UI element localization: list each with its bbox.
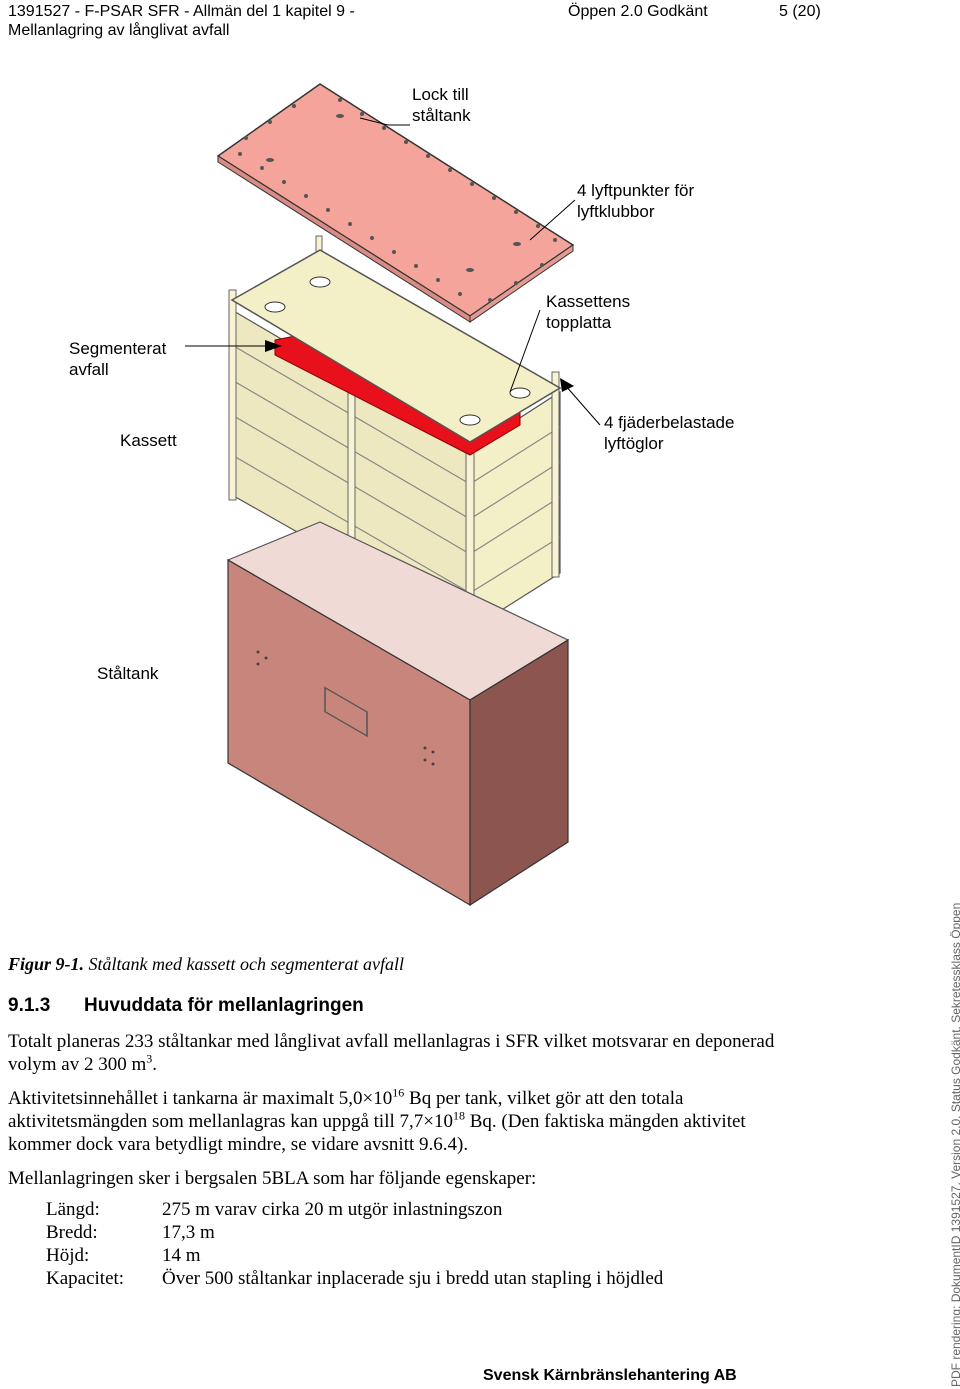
side-stamp: PDF rendering: DokumentID 1391527, Versi… [949,902,960,1387]
callout-lyftpunkter-line2: lyftklubbor [577,202,655,221]
p2-line1-start: Aktivitetsinnehållet i tankarna är maxim… [8,1088,393,1109]
steel-tank-illustration [185,83,601,907]
property-key: Bredd: [46,1222,98,1243]
p2-line2-start: aktivitetsmängden som mellanlagras kan u… [8,1111,453,1132]
property-row: Kapacitet: Över 500 ståltankar inplacera… [46,1267,663,1290]
callout-kassett: Kassett [120,431,177,450]
figure-caption: Figur 9-1. Ståltank med kassett och segm… [8,954,404,975]
property-value: 17,3 m [162,1222,215,1243]
callout-topplatta-line1: Kassettens [546,292,631,311]
callout-staltank: Ståltank [97,664,159,683]
property-value: Över 500 ståltankar inplacerade sju i br… [162,1268,664,1289]
p2-exponent-2: 18 [453,1108,465,1123]
callout-lyftpunkter-line1: 4 lyftpunkter för [577,181,695,200]
properties-list: Längd: 275 m varav cirka 20 m utgör inla… [46,1198,663,1290]
callout-lock-line2: ståltank [412,106,471,125]
paragraph-1: Totalt planeras 233 ståltankar med långl… [8,1030,838,1076]
paragraph-1-line1: Totalt planeras 233 ståltankar med långl… [8,1031,775,1052]
section-heading: 9.1.3 Huvuddata för mellanlagringen [8,995,364,1017]
callout-topplatta-line2: topplatta [546,313,612,332]
property-key: Kapacitet: [46,1268,125,1289]
footer-company: Svensk Kärnbränslehantering AB [483,1367,737,1384]
document-title-line1: 1391527 - F-PSAR SFR - Allmän del 1 kapi… [8,3,355,20]
paragraph-2-line3: kommer dock vara betydligt mindre, se vi… [8,1134,469,1155]
figure-steel-tank: Lock till ståltank 4 lyftpunkter för lyf… [0,60,960,940]
leader-lines [185,117,601,426]
callout-lock-line1: Lock till [412,85,469,104]
lid-drawing [216,83,575,323]
callout-lyftpunkter: 4 lyftpunkter för lyftklubbor [577,180,694,222]
p2-line1-end: Bq per tank, vilket gör att den totala [404,1088,684,1109]
steel-tank-drawing [226,521,570,907]
p2-exponent-1: 16 [392,1085,405,1100]
paragraph-2-line2: aktivitetsmängden som mellanlagras kan u… [8,1110,838,1133]
property-row: Bredd: 17,3 m [46,1221,663,1244]
callout-segmenterat-line1: Segmenterat [69,339,167,358]
callout-fjader-line2: lyftöglor [604,434,664,453]
cassette-drawing [228,235,562,636]
paragraph-1-line2: volym av 2 300 m3. [8,1053,838,1076]
callout-topplatta: Kassettens topplatta [546,291,630,333]
callout-fjader: 4 fjäderbelastade lyftöglor [604,412,734,454]
paragraph-2-line1: Aktivitetsinnehållet i tankarna är maxim… [8,1087,838,1110]
paragraph-2: Aktivitetsinnehållet i tankarna är maxim… [8,1087,838,1156]
callout-lock: Lock till ståltank [412,84,471,126]
paragraph-3: Mellanlagringen sker i bergsalen 5BLA so… [8,1168,537,1189]
callout-segmenterat: Segmenterat avfall [69,338,166,380]
property-row: Längd: 275 m varav cirka 20 m utgör inla… [46,1198,663,1221]
section-number: 9.1.3 [8,995,51,1016]
property-value: 275 m varav cirka 20 m utgör inlastnings… [162,1199,503,1220]
caption-label: Figur 9-1. [8,954,85,974]
p1-volume: volym av 2 300 m [8,1054,147,1075]
callout-segmenterat-line2: avfall [69,360,109,379]
callout-fjader-line1: 4 fjäderbelastade [604,413,735,432]
p1-end: . [152,1054,158,1075]
property-value: 14 m [162,1245,201,1266]
caption-text: Ståltank med kassett och segmenterat avf… [88,954,404,974]
document-version: Öppen 2.0 Godkänt [568,3,708,20]
property-key: Längd: [46,1199,100,1220]
document-title-line2: Mellanlagring av långlivat avfall [8,22,230,39]
section-title: Huvuddata för mellanlagringen [84,995,364,1016]
p2-line2-end: Bq. (Den faktiska mängden aktivitet [465,1111,746,1132]
property-key: Höjd: [46,1245,90,1266]
page-number: 5 (20) [779,3,821,20]
property-row: Höjd: 14 m [46,1244,663,1267]
p1-volume-exponent: 3 [146,1051,153,1066]
